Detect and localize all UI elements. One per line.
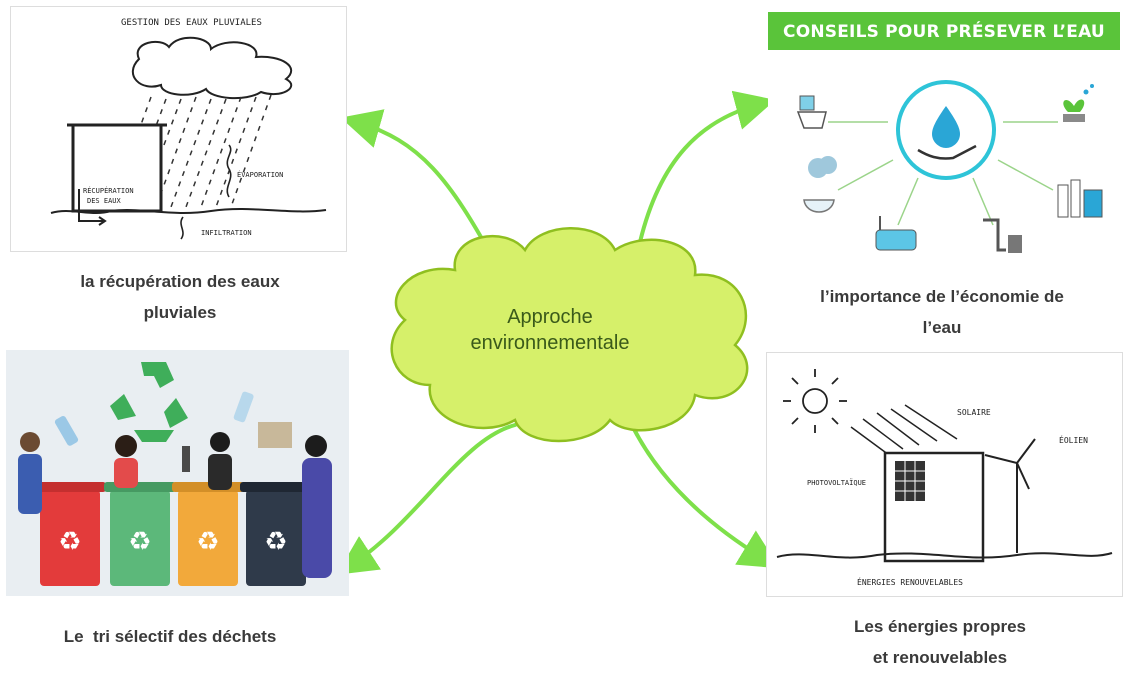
rainwater-sketch: GESTION DES EAUX PLUVIALES RÉCUPÉRATION … xyxy=(50,18,327,240)
connector-arrows xyxy=(336,90,780,575)
bin-red xyxy=(40,490,100,586)
label-solaire: SOLAIRE xyxy=(957,408,991,417)
caption-waste-sorting: Le tri sélectif des déchets xyxy=(63,627,277,646)
arrow-to-waste-sorting xyxy=(336,423,517,575)
bin-yellow xyxy=(178,490,238,586)
people-figures xyxy=(18,432,332,578)
label-recuperation-1: RÉCUPÉRATION xyxy=(83,186,134,195)
recycle-bin-icon: ♻ xyxy=(128,527,151,557)
waste-items xyxy=(54,391,292,472)
arrow-down-right xyxy=(78,189,103,222)
toilet-icon xyxy=(796,95,827,129)
evaporation-squiggle xyxy=(226,144,232,198)
recycle-bin-icon: ♻ xyxy=(196,527,219,557)
central-concept: Approche environnementale xyxy=(430,304,670,356)
central-concept-line2: environnementale xyxy=(470,332,630,354)
label-bottom: ÉNERGIES RENOUVELABLES xyxy=(857,576,963,587)
arrow-to-energy xyxy=(623,408,780,569)
recycle-bins: ♻ ♻ ♻ ♻ xyxy=(34,482,312,586)
bottles-icon xyxy=(1057,179,1103,218)
water-saving-banner: CONSEILS POUR PRÉSEVER L’EAU xyxy=(768,12,1120,50)
waste-sorting-panel: ♻ ♻ ♻ ♻ xyxy=(6,350,349,596)
shower-icon xyxy=(803,156,837,213)
label-eolien: ÉOLIEN xyxy=(1059,434,1088,445)
sun-icon xyxy=(783,369,847,433)
sun-rays-to-panels xyxy=(850,404,958,456)
label-evaporation: ÉVAPORATION xyxy=(237,170,283,179)
arrow-to-water-saving xyxy=(638,90,776,244)
caption-energy: Les énergies propres et renouvelables xyxy=(854,617,1026,667)
label-infiltration: INFILTRATION xyxy=(201,229,252,237)
central-concept-line1: Approche xyxy=(507,306,593,328)
rainwater-panel: GESTION DES EAUX PLUVIALES RÉCUPÉRATION … xyxy=(10,6,347,252)
label-recuperation-2: DES EAUX xyxy=(87,197,122,205)
water-saving-infographic xyxy=(796,80,1103,253)
infiltration-squiggle xyxy=(180,216,184,240)
caption-rainwater: la récupération des eaux pluviales xyxy=(80,272,280,322)
energy-panel: SOLAIRE PHOTOVOLTAÏQUE ÉOLIEN ÉNERGIES R… xyxy=(766,352,1123,597)
energy-sketch: SOLAIRE PHOTOVOLTAÏQUE ÉOLIEN ÉNERGIES R… xyxy=(776,369,1113,587)
recycle-bin-icon: ♻ xyxy=(264,527,287,557)
ground-line xyxy=(50,208,327,214)
waste-sorting-illustration: ♻ ♻ ♻ ♻ xyxy=(18,362,332,586)
sketch-title: GESTION DES EAUX PLUVIALES xyxy=(121,18,262,28)
bin-dark xyxy=(246,490,306,586)
central-cloud xyxy=(390,227,749,443)
faucet-icon xyxy=(983,218,1022,253)
ground-line xyxy=(776,552,1113,559)
bathtub-icon xyxy=(875,216,917,251)
label-photovoltaique: PHOTOVOLTAÏQUE xyxy=(807,478,866,487)
arrow-to-rainwater xyxy=(340,109,497,264)
rain-cloud xyxy=(132,36,293,100)
plant-icon xyxy=(1063,84,1094,122)
recycle-icon xyxy=(110,362,188,442)
bin-green xyxy=(110,490,170,586)
water-saving-panel: CONSEILS POUR PRÉSEVER L’EAU xyxy=(768,12,1120,260)
wind-turbine-icon xyxy=(984,438,1036,553)
caption-water-saving: l’importance de l’économie de l’eau xyxy=(820,287,1064,337)
recycle-bin-icon: ♻ xyxy=(58,527,81,557)
